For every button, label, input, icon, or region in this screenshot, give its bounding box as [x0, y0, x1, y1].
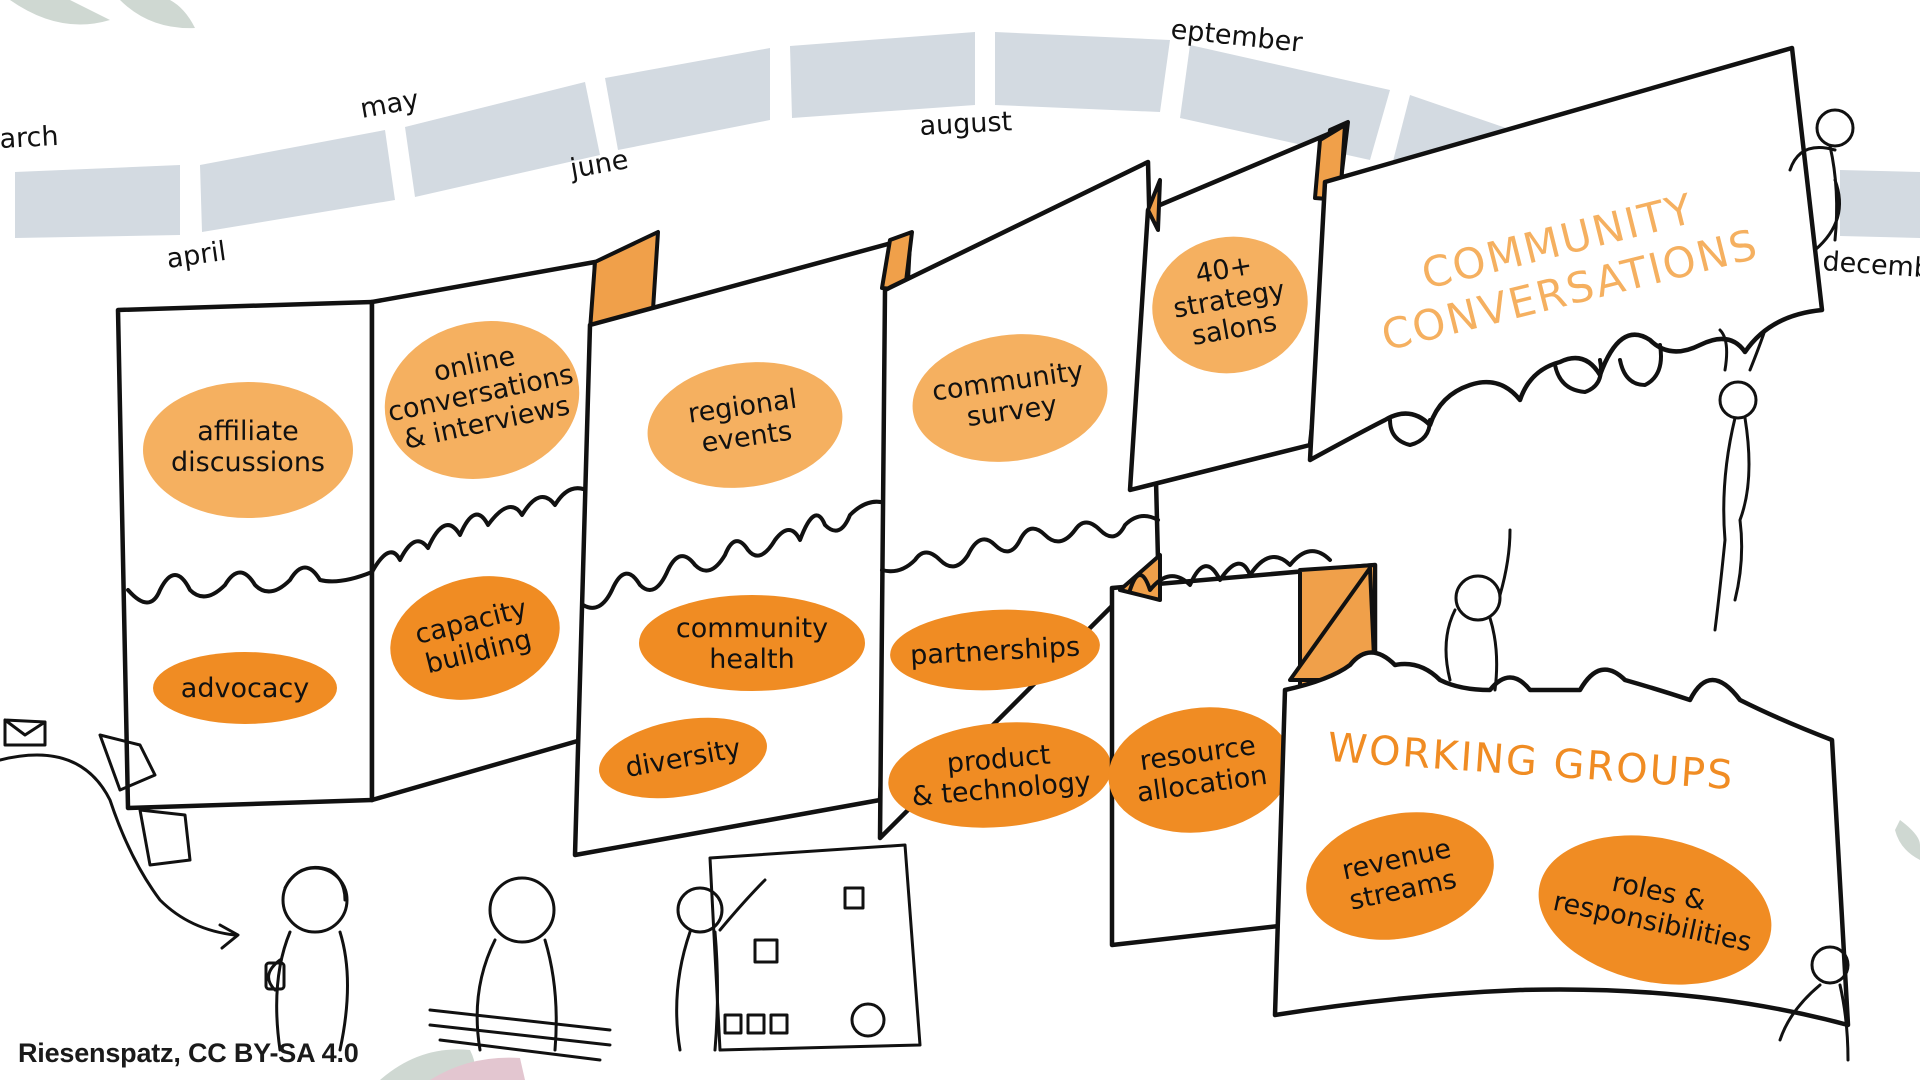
bubble-roles-responsibilities	[1538, 835, 1772, 985]
label-advocacy: advocacy	[181, 673, 309, 704]
figure-phone	[264, 865, 349, 1052]
figure-climbing	[1713, 328, 1767, 632]
image-credit: Riesenspatz, CC BY-SA 4.0	[18, 1038, 359, 1068]
bubble-community-survey	[912, 334, 1108, 462]
banner-community-conversations: COMMUNITYCONVERSATIONS	[1307, 45, 1825, 463]
month-label: arch	[0, 121, 59, 155]
mail-swoosh	[0, 718, 240, 950]
figure-hanging-right	[1788, 108, 1855, 252]
bubble-diversity	[599, 717, 767, 799]
bubble-online-conversations	[384, 321, 580, 479]
figure-carrying	[428, 876, 612, 1062]
bubble-partnerships	[890, 609, 1100, 691]
month-label: august	[919, 106, 1013, 142]
decorative-leaves	[10, 0, 1920, 1080]
bubble-resource-allocation	[1108, 707, 1292, 833]
bubble-revenue-streams	[1306, 812, 1494, 940]
banner-working-groups: WORKING GROUPS revenuestreams roles &res…	[1272, 566, 1851, 1028]
board-3: communitysurvey partnerships product& te…	[877, 159, 1161, 841]
figure-sticky-wall	[675, 843, 922, 1052]
timeline-road	[15, 32, 1920, 238]
month-label: december	[1822, 246, 1920, 286]
bubble-regional-events	[647, 362, 843, 488]
bubble-community-health	[639, 595, 865, 691]
bubble-strategy-salons	[1152, 236, 1308, 374]
bubble-advocacy	[153, 652, 337, 724]
figure-cheering	[1444, 528, 1512, 692]
bubble-affiliate-discussions	[143, 382, 353, 518]
month-label: april	[165, 236, 229, 275]
month-label: may	[358, 84, 421, 125]
bubble-product-technology	[888, 722, 1112, 828]
figure-bottom-right	[1778, 945, 1850, 1062]
bubble-capacity-building	[390, 576, 560, 700]
